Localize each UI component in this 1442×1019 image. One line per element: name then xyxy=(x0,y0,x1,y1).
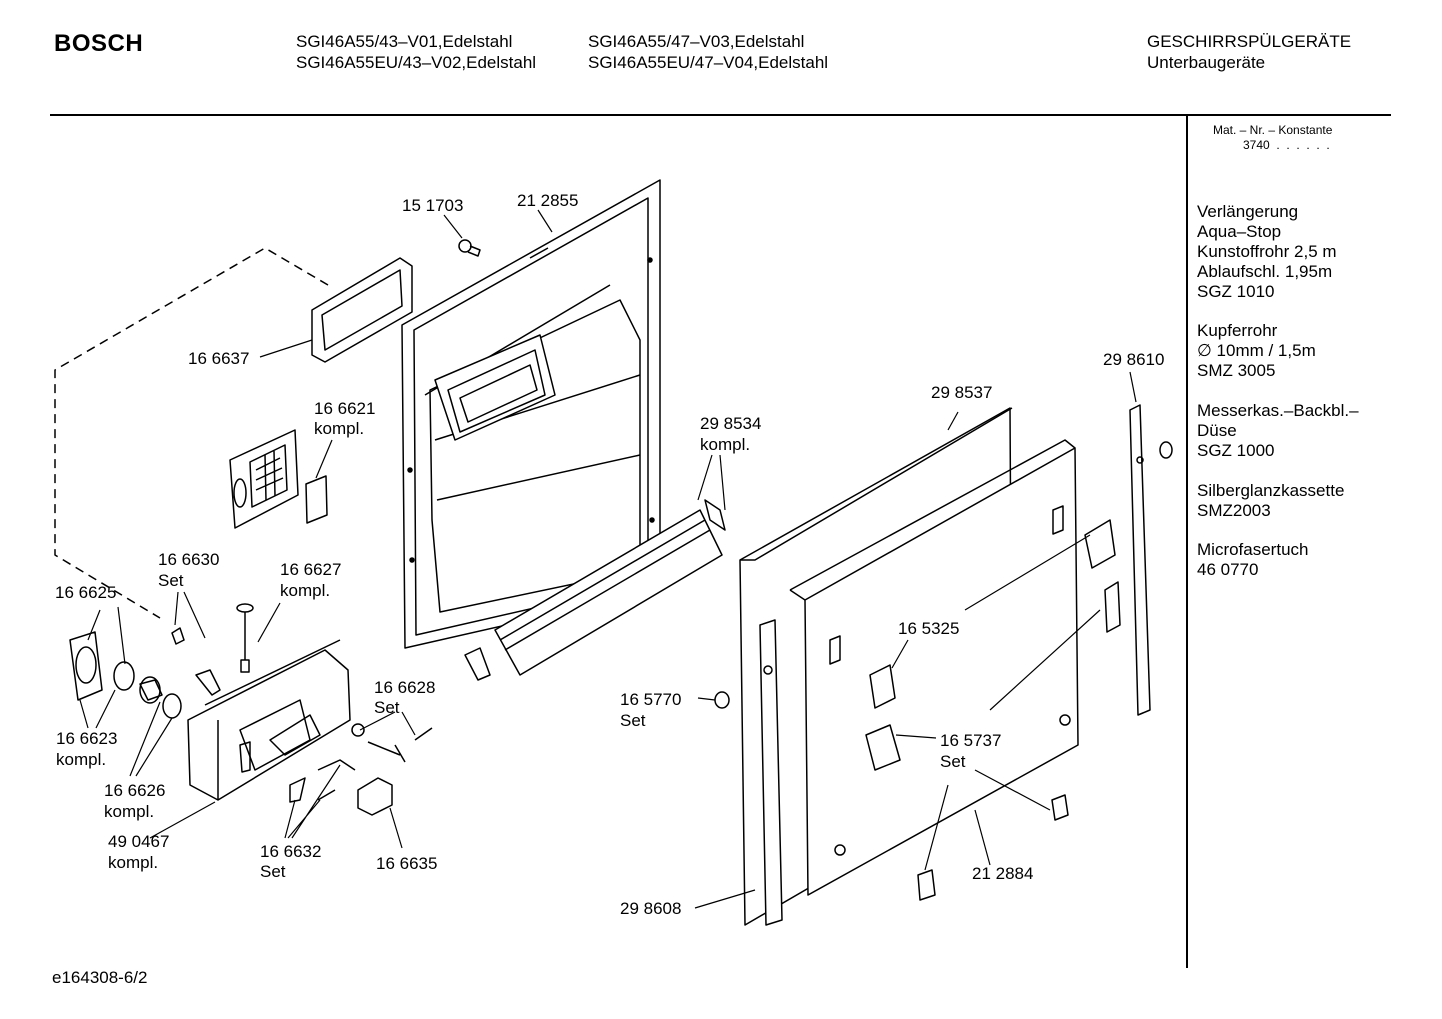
dispenser-housing-part xyxy=(187,639,351,801)
inner-door-panel xyxy=(401,179,661,649)
model-line: SGI46A55/47–V03,Edelstahl xyxy=(588,32,805,51)
channel-strip-part xyxy=(494,499,726,676)
plunger-part xyxy=(236,603,254,673)
part-label: Set xyxy=(940,752,966,771)
part-label: 16 6635 xyxy=(376,854,438,873)
lever-part xyxy=(171,627,221,696)
mat-nr-label: Mat. – Nr. – Konstante xyxy=(1213,123,1333,137)
assembly-dashed-line xyxy=(54,247,329,619)
part-label: 29 8534 xyxy=(700,414,762,433)
part-label: 29 8537 xyxy=(931,383,993,402)
side-rail-right-part xyxy=(1129,404,1151,716)
spring-small-part xyxy=(317,789,336,801)
part-label: 16 6637 xyxy=(188,349,250,368)
part-label: 16 6626 xyxy=(104,781,166,800)
clip-part xyxy=(464,647,491,681)
part-label: kompl. xyxy=(104,802,155,821)
part-label: 16 5325 xyxy=(898,619,960,638)
seal-ring xyxy=(113,661,135,691)
part-label: 16 5770 xyxy=(620,690,682,709)
part-label: Set xyxy=(374,698,400,717)
accessory-aqua-stop: Verlängerung Aqua–Stop Kunstoffrohr 2,5 … xyxy=(1197,202,1337,301)
part-label: 16 6628 xyxy=(374,678,436,697)
lever-small-part xyxy=(289,777,306,803)
door-front-part xyxy=(789,439,1079,896)
part-label: 16 6623 xyxy=(56,729,118,748)
part-label: kompl. xyxy=(56,750,107,769)
subcategory-title: Unterbaugeräte xyxy=(1147,53,1266,72)
part-label: 15 1703 xyxy=(402,196,464,215)
mat-nr-value: 3740 . . . . . . xyxy=(1243,138,1330,152)
part-label: 16 6632 xyxy=(260,842,322,861)
accessory-kupferrohr: Kupferrohr ∅ 10mm / 1,5m SMZ 3005 xyxy=(1197,321,1316,380)
exploded-view-drawing xyxy=(54,179,1173,926)
brand-logo: BOSCH xyxy=(54,30,144,57)
side-rail-left-part xyxy=(759,619,783,926)
sidebar-divider xyxy=(1186,116,1188,968)
knob-part xyxy=(1159,441,1173,459)
part-label: 29 8608 xyxy=(620,899,682,918)
screw-part xyxy=(458,239,481,257)
part-label: 16 6627 xyxy=(280,560,342,579)
magnet-part xyxy=(357,777,393,816)
o-ring xyxy=(162,693,182,719)
wire-part xyxy=(317,759,356,771)
part-label: kompl. xyxy=(314,419,365,438)
document-id: e164308-6/2 xyxy=(52,968,148,987)
latch-part xyxy=(869,664,896,709)
seal-frame-part xyxy=(311,257,413,363)
part-label: 21 2884 xyxy=(972,864,1034,883)
part-label: kompl. xyxy=(700,435,751,454)
category-title: GESCHIRRSPÜLGERÄTE xyxy=(1147,32,1352,51)
accessory-silberglanz: Silberglanzkassette SMZ2003 xyxy=(1197,481,1345,520)
dispenser-cap-part xyxy=(69,631,103,701)
part-label: Set xyxy=(260,862,286,881)
part-label: 49 0467 xyxy=(108,832,170,851)
accessory-microfasertuch: Microfasertuch 46 0770 xyxy=(1197,540,1309,579)
spring-part xyxy=(414,727,433,741)
part-label: 16 6625 xyxy=(55,583,117,602)
leader-lines xyxy=(79,209,1137,909)
foot-part xyxy=(917,869,936,901)
category-block: GESCHIRRSPÜLGERÄTE Unterbaugeräte xyxy=(1147,31,1351,73)
dispenser-cover-part xyxy=(229,429,328,529)
part-label: 16 6621 xyxy=(314,399,376,418)
bracket-part xyxy=(1084,519,1116,569)
part-label: Set xyxy=(158,571,184,590)
part-label: Set xyxy=(620,711,646,730)
part-label: 16 5737 xyxy=(940,731,1002,750)
part-label: 16 6630 xyxy=(158,550,220,569)
plug-part xyxy=(714,691,730,709)
pin-part xyxy=(367,741,406,763)
header-divider xyxy=(50,114,1391,116)
foot-part xyxy=(1051,794,1069,821)
accessory-messerkasten: Messerkas.–Backbl.– Düse SGZ 1000 xyxy=(1197,401,1359,460)
part-label: 21 2855 xyxy=(517,191,579,210)
mount-plate-part xyxy=(1104,581,1121,633)
model-line: SGI46A55EU/43–V02,Edelstahl xyxy=(296,53,537,72)
model-line: SGI46A55/43–V01,Edelstahl xyxy=(296,32,513,51)
hinge-block-part xyxy=(865,724,901,771)
part-label: 29 8610 xyxy=(1103,350,1165,369)
part-label: kompl. xyxy=(280,581,331,600)
model-list-left: SGI46A55/43–V01,Edelstahl SGI46A55EU/43–… xyxy=(296,31,536,73)
rinse-knob-part xyxy=(139,676,163,704)
ball-part xyxy=(351,723,365,737)
part-label: kompl. xyxy=(108,853,159,872)
model-line: SGI46A55EU/47–V04,Edelstahl xyxy=(588,53,829,72)
model-list-right: SGI46A55/47–V03,Edelstahl SGI46A55EU/47–… xyxy=(588,31,828,73)
